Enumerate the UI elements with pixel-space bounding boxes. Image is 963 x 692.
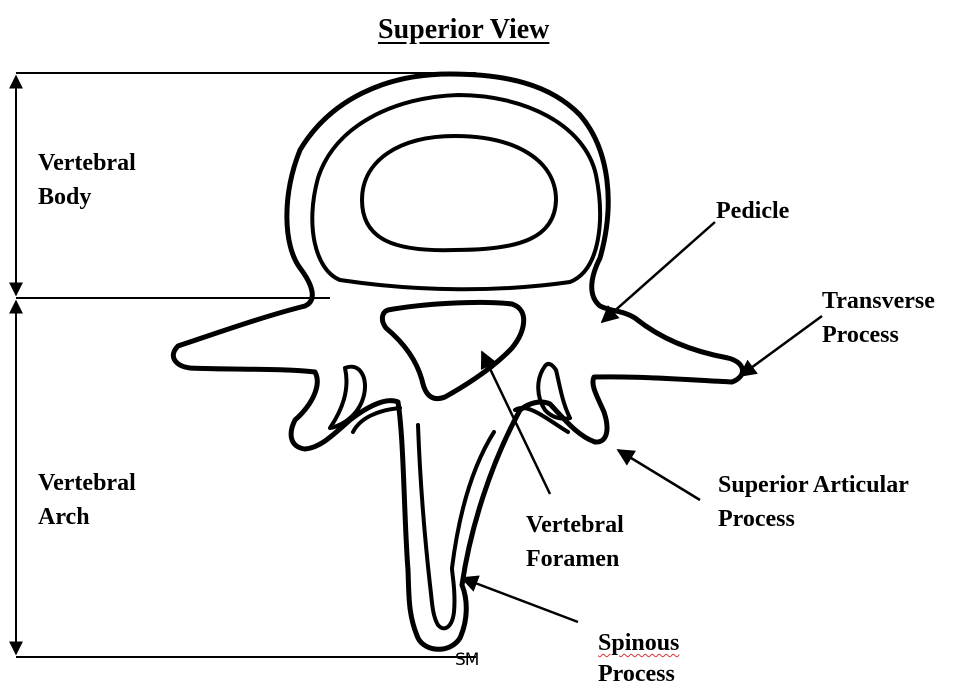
spinous-process-pointer-arrow xyxy=(462,578,578,622)
vertebral-body-label-line2: Body xyxy=(38,180,136,214)
vertebral-arch-label-line1: Vertebral xyxy=(38,466,136,500)
vertebral-arch-label: Vertebral Arch xyxy=(38,466,136,534)
spinous-process-label-line1: Spinous xyxy=(598,628,679,659)
vertebral-foramen-outline xyxy=(382,302,523,398)
vertebral-foramen-label-line1: Vertebral xyxy=(526,508,624,542)
vertebra-outer-outline xyxy=(173,74,742,649)
vertebral-foramen-label-line2: Foramen xyxy=(526,542,624,576)
diagram-title: Superior View xyxy=(378,14,549,46)
vertebral-body-label: Vertebral Body xyxy=(38,146,136,214)
superior-articular-process-label-line1: Superior Articular xyxy=(718,468,909,502)
author-signature: SM xyxy=(455,650,478,670)
spinous-process-inner-line xyxy=(418,425,494,628)
left-articular-process-outline xyxy=(330,367,365,428)
superior-articular-process-label-line2: Process xyxy=(718,502,909,536)
pointer-arrows xyxy=(462,222,822,622)
superior-articular-pointer-arrow xyxy=(618,450,700,500)
vertebral-body-label-line1: Vertebral xyxy=(38,146,136,180)
vertebral-foramen-label: Vertebral Foramen xyxy=(526,508,624,576)
vertebra-drawing xyxy=(173,74,742,649)
transverse-process-label-line1: Transverse xyxy=(822,284,935,318)
body-cancellous-core xyxy=(362,136,556,250)
superior-articular-process-label: Superior Articular Process xyxy=(718,468,909,536)
pedicle-pointer-arrow xyxy=(602,222,715,322)
pedicle-label: Pedicle xyxy=(716,194,789,228)
vertebral-arch-label-line2: Arch xyxy=(38,500,136,534)
spinous-process-label: Spinous Process xyxy=(598,628,679,690)
transverse-process-label-line2: Process xyxy=(822,318,935,352)
spinous-process-label-line2: Process xyxy=(598,659,679,690)
transverse-process-pointer-arrow xyxy=(740,316,822,376)
transverse-process-label: Transverse Process xyxy=(822,284,935,352)
